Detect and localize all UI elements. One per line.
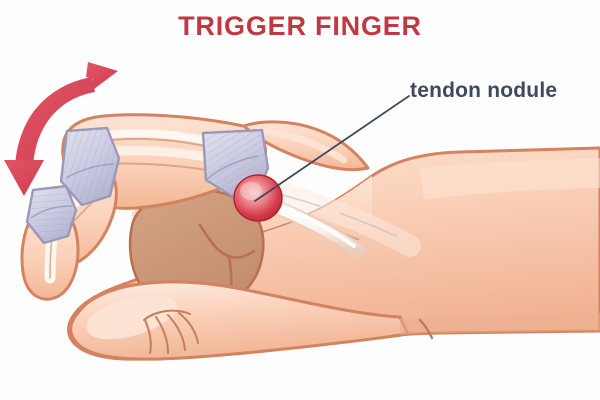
tendon-nodule-label: tendon nodule [410, 79, 558, 102]
knuckle-highlight [254, 127, 348, 164]
joint-capsule-pip [59, 126, 121, 207]
wrist-crease [418, 318, 434, 340]
thumb-knuckle-creases [143, 309, 199, 354]
nodule-leader-line [254, 95, 410, 202]
joint-capsule-dip [25, 184, 78, 245]
thumb-pad-highlight [86, 295, 178, 340]
wrist-highlight [420, 158, 600, 200]
motion-arrow-head-lower [4, 160, 44, 196]
tendon-nodule-highlight [240, 182, 262, 200]
joint-capsules-group [25, 126, 270, 245]
motion-arrow-band [15, 77, 95, 166]
hand-group [67, 146, 600, 361]
wrist-lower-shading [400, 313, 600, 335]
tendon-sheath-glow [259, 179, 421, 257]
motion-arrow-group [4, 62, 118, 196]
palm-crease-fork [198, 223, 230, 258]
page-title: TRIGGER FINGER [178, 11, 422, 41]
motion-arrow-head-upper [86, 62, 118, 92]
